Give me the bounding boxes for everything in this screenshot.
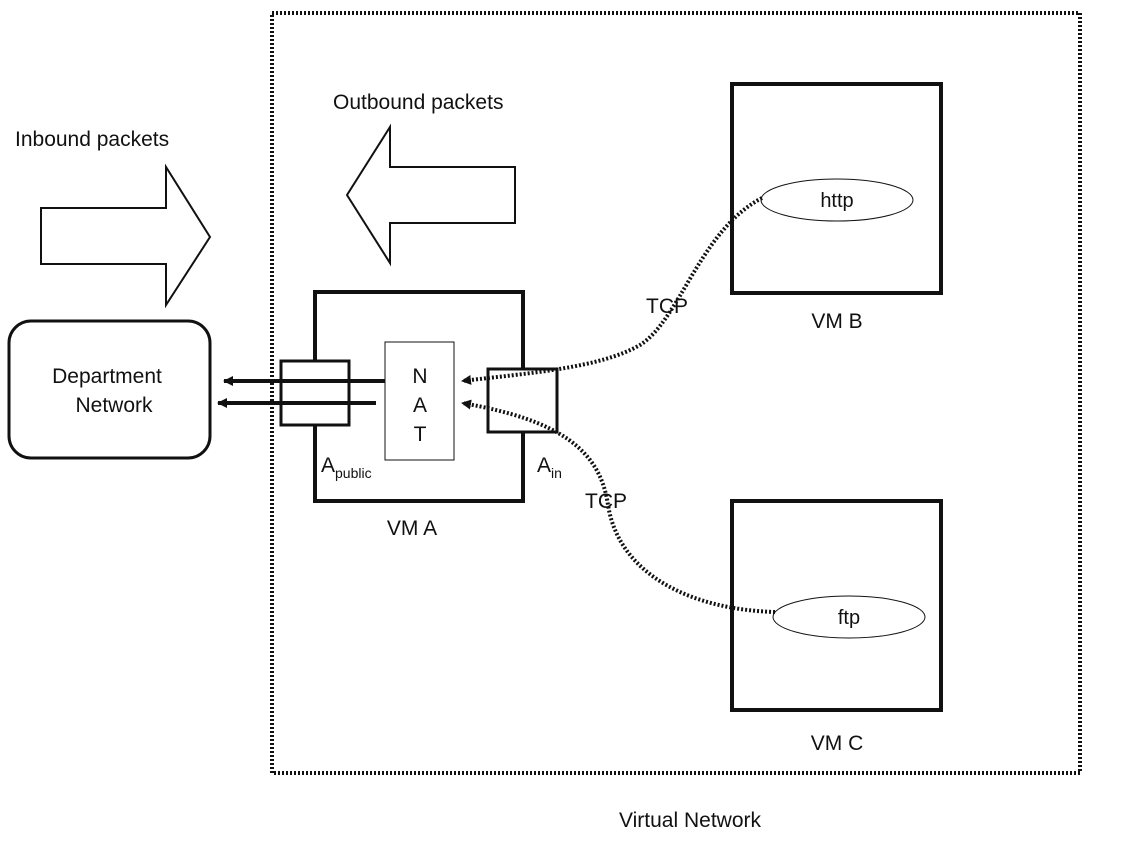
outbound-arrow-icon (345, 123, 516, 267)
vm-a-label: VM A (387, 517, 437, 540)
a-in-interface (486, 367, 559, 434)
outbound-label: Outbound packets (333, 91, 503, 114)
ftp-label: ftp (838, 607, 860, 629)
nat-box (384, 341, 455, 461)
nat-letter-n: N (412, 365, 427, 388)
vm-c-label: VM C (811, 732, 864, 755)
department-label-line2: Network (75, 394, 153, 417)
a-public-interface (279, 359, 351, 427)
nat-letter-a: A (413, 394, 427, 417)
ftp-service (772, 595, 926, 639)
nat-letter-t: T (414, 423, 427, 446)
inbound-arrow-icon (40, 163, 212, 309)
vm-b-label: VM B (811, 310, 862, 333)
inbound-label: Inbound packets (15, 128, 169, 151)
tcp-connection-ftp (461, 399, 776, 614)
http-label: http (820, 190, 853, 212)
a-public-sub: public (335, 465, 372, 481)
tcp-label-lower: TCP (585, 490, 627, 513)
a-public-label: Apublic (321, 454, 372, 481)
a-in-sub: in (551, 465, 562, 481)
a-public-main: A (321, 454, 335, 477)
department-label-line1: Department (52, 365, 162, 388)
a-in-main: A (537, 454, 551, 477)
department-network-box (7, 319, 212, 460)
virtual-network-boundary (270, 11, 1082, 775)
a-in-label: Ain (537, 454, 562, 481)
tcp-connection-http (461, 196, 763, 385)
tcp-label-upper: TCP (646, 295, 688, 318)
virtual-network-label: Virtual Network (619, 809, 761, 832)
